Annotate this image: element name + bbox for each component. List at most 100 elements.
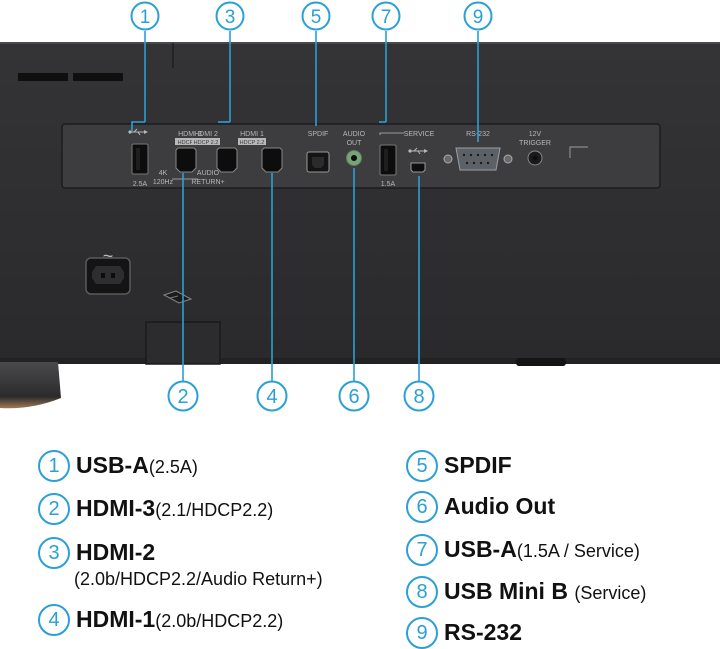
usb-current-left: 2.5A bbox=[133, 181, 148, 188]
callout-1: 1 bbox=[130, 1, 160, 31]
power-inlet-socket bbox=[92, 266, 124, 284]
svg-text:2: 2 bbox=[177, 386, 188, 408]
res-line2: 120Hz bbox=[153, 179, 174, 186]
trigger-jack-hole bbox=[532, 155, 538, 161]
svg-text:8: 8 bbox=[413, 386, 424, 408]
port-legend: 1 USB-A(2.5A) 2 HDMI-3(2.1/HDCP2.2) 3 HD… bbox=[0, 430, 720, 649]
svg-text:7: 7 bbox=[381, 7, 392, 28]
legend-name: SPDIF bbox=[444, 452, 512, 478]
legend-item-hdmi-2: 3 HDMI-2 (2.0b/HDCP2.2/Audio Return+) bbox=[38, 537, 323, 591]
legend-sub: (2.0b/HDCP2.2/Audio Return+) bbox=[74, 569, 323, 589]
legend-name: HDMI-1 bbox=[76, 606, 156, 632]
callout-8: 8 bbox=[403, 380, 435, 412]
hdmi1-badge: HDCP 2.2 bbox=[240, 140, 265, 146]
legend-name: USB-A bbox=[444, 536, 517, 562]
legend-item-hdmi-3: 2 HDMI-3(2.1/HDCP2.2) bbox=[38, 493, 273, 525]
power-pin bbox=[111, 273, 115, 278]
callout-3: 3 bbox=[215, 1, 245, 31]
legend-item-usb-a-service: 7 USB-A(1.5A / Service) bbox=[406, 534, 640, 566]
hdmi2-badge: HDCP 2.2 bbox=[194, 140, 219, 146]
legend-text: USB-A(2.5A) bbox=[76, 450, 198, 482]
hdmi1-badge-bg bbox=[238, 138, 266, 145]
right-foot bbox=[516, 358, 566, 366]
legend-number: 5 bbox=[406, 450, 438, 482]
legend-name: Audio Out bbox=[444, 493, 556, 519]
hdmi3-label: HDMI 3 bbox=[178, 131, 202, 138]
callout-4: 4 bbox=[256, 380, 288, 412]
svg-text:1: 1 bbox=[140, 7, 151, 28]
hdmi3-badge: HDCP 2.2 bbox=[178, 140, 203, 146]
callout-2: 2 bbox=[167, 380, 199, 412]
hdmi2-badge-bg bbox=[192, 138, 220, 145]
svg-text:6: 6 bbox=[348, 386, 359, 408]
legend-number: 1 bbox=[38, 450, 70, 482]
callout-7: 7 bbox=[371, 1, 401, 31]
left-foot bbox=[0, 362, 61, 409]
legend-spec: (1.5A / Service) bbox=[516, 541, 640, 561]
callout-6: 6 bbox=[338, 380, 370, 412]
audio-out-line2: OUT bbox=[347, 140, 363, 147]
legend-text: HDMI-3(2.1/HDCP2.2) bbox=[76, 493, 273, 525]
hdmi1-label: HDMI 1 bbox=[240, 131, 264, 138]
power-pin bbox=[101, 273, 105, 278]
usb-a-port-right bbox=[379, 144, 397, 176]
spdif-port-inner bbox=[312, 157, 324, 168]
legend-item-usb-mini-b: 8 USB Mini B (Service) bbox=[406, 576, 646, 608]
res-line1: 4K bbox=[159, 170, 168, 177]
panel-corner-mark bbox=[569, 146, 588, 158]
legend-number: 9 bbox=[406, 617, 438, 649]
body-bottom-edge bbox=[0, 358, 720, 364]
projector-rear-panel-diagram: 2.5A HDMI 3 HDCP 2.2 4K 120Hz HDMI 2 HDC… bbox=[0, 1, 720, 412]
callout-5: 5 bbox=[301, 1, 331, 31]
arc-line1: AUDIO bbox=[197, 170, 220, 177]
svg-text:9: 9 bbox=[473, 7, 484, 28]
audio-out-jack-hole bbox=[351, 155, 357, 161]
callout-9: 9 bbox=[463, 1, 493, 31]
legend-name: USB Mini B bbox=[444, 578, 568, 604]
usb-current-right: 1.5A bbox=[381, 181, 396, 188]
usb-icon bbox=[128, 128, 148, 136]
spdif-label: SPDIF bbox=[308, 131, 329, 138]
legend-spec: (2.0b/HDCP2.2) bbox=[155, 611, 284, 631]
legend-number: 8 bbox=[406, 576, 438, 608]
hdmi3-port bbox=[175, 147, 197, 173]
svg-text:5: 5 bbox=[311, 7, 322, 28]
legend-item-spdif: 5 SPDIF bbox=[406, 450, 512, 482]
usb-a-port-left bbox=[131, 143, 149, 175]
legend-name: HDMI-2 bbox=[76, 539, 156, 565]
legend-item-audio-out: 6 Audio Out bbox=[406, 491, 555, 523]
legend-text: USB Mini B (Service) bbox=[444, 576, 646, 608]
svg-text:4: 4 bbox=[266, 386, 277, 408]
audio-out-line1: AUDIO bbox=[343, 131, 366, 138]
power-symbol: ~ bbox=[103, 246, 114, 266]
hdmi2-label: HDMI 2 bbox=[194, 131, 218, 138]
callout-lines bbox=[131, 31, 479, 381]
usb-mini-b-port bbox=[410, 162, 426, 173]
legend-number: 6 bbox=[406, 491, 438, 523]
security-lock-icon bbox=[162, 290, 193, 304]
legend-text: HDMI-1(2.0b/HDCP2.2) bbox=[76, 604, 283, 636]
legend-spec: (2.5A) bbox=[148, 457, 198, 477]
legend-name: RS-232 bbox=[444, 619, 522, 645]
legend-name: HDMI-3 bbox=[76, 495, 156, 521]
legend-number: 3 bbox=[38, 537, 70, 569]
hdmi2-port bbox=[216, 147, 238, 173]
legend-item-rs-232: 9 RS-232 bbox=[406, 617, 522, 649]
trigger-line1: 12V bbox=[529, 131, 542, 138]
legend-item-usb-a: 1 USB-A(2.5A) bbox=[38, 450, 198, 482]
legend-name: USB-A bbox=[76, 452, 149, 478]
legend-item-hdmi-1: 4 HDMI-1(2.0b/HDCP2.2) bbox=[38, 604, 283, 636]
legend-number: 2 bbox=[38, 493, 70, 525]
vent-slot bbox=[18, 73, 68, 81]
usb-icon bbox=[408, 147, 428, 155]
hdmi3-badge-bg bbox=[175, 138, 205, 145]
legend-number: 4 bbox=[38, 604, 70, 636]
svg-text:3: 3 bbox=[225, 7, 236, 28]
vent-slot bbox=[73, 73, 123, 81]
hdmi1-port bbox=[261, 147, 283, 173]
legend-text: HDMI-2 (2.0b/HDCP2.2/Audio Return+) bbox=[74, 537, 323, 591]
arc-line2: RETURN+ bbox=[191, 179, 224, 186]
service-bracket bbox=[379, 132, 404, 135]
legend-spec: (2.1/HDCP2.2) bbox=[155, 500, 274, 520]
service-label: SERVICE bbox=[404, 131, 435, 138]
